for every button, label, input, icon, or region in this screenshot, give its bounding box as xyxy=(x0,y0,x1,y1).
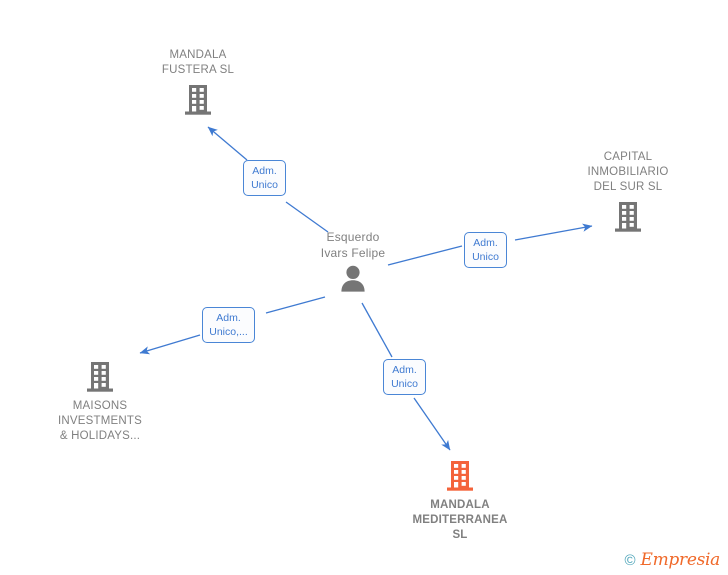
node-label-capital-inmobiliario-del-sur: CAPITAL INMOBILIARIO DEL SUR SL xyxy=(587,151,669,193)
node-label-mandala-fustera: MANDALA FUSTERA SL xyxy=(161,49,235,76)
edge-label-line1: Adm. xyxy=(392,364,417,376)
edge-label-mandala-mediterranea[interactable]: Adm. Unico xyxy=(383,359,426,395)
copyright-icon: © xyxy=(624,552,636,569)
edge-label-line1: Adm. xyxy=(473,237,498,249)
edge-label-line2: Unico xyxy=(391,378,418,390)
building-icon xyxy=(615,202,641,232)
node-label-esquerdo-ivars-felipe: Esquerdo Ivars Felipe xyxy=(320,230,386,260)
building-icon xyxy=(447,461,473,491)
edge-label-capital-inmobiliario[interactable]: Adm. Unico xyxy=(464,232,507,268)
node-mandala-mediterranea[interactable]: MANDALA MEDITERRANEA SL xyxy=(385,460,535,543)
edge-label-mandala-fustera[interactable]: Adm. Unico xyxy=(243,160,286,196)
node-label-maisons-investments-holidays: MAISONS INVESTMENTS & HOLIDAYS... xyxy=(58,400,142,442)
edge-label-line2: Unico xyxy=(251,179,278,191)
node-esquerdo-ivars-felipe[interactable]: Esquerdo Ivars Felipe xyxy=(278,229,428,293)
watermark: © Empresia xyxy=(624,552,720,569)
edge-label-line1: Adm. xyxy=(216,312,241,324)
building-icon xyxy=(87,362,113,392)
node-capital-inmobiliario-del-sur[interactable]: CAPITAL INMOBILIARIO DEL SUR SL xyxy=(553,150,703,233)
edge-label-line2: Unico,... xyxy=(209,326,248,338)
edge-label-maisons[interactable]: Adm. Unico,... xyxy=(202,307,255,343)
brand-name: Empresia xyxy=(640,550,721,570)
building-icon xyxy=(185,85,211,115)
person-icon xyxy=(341,265,365,292)
node-mandala-fustera[interactable]: MANDALA FUSTERA SL xyxy=(123,48,273,116)
node-label-mandala-mediterranea: MANDALA MEDITERRANEA SL xyxy=(412,499,508,541)
edge-label-line2: Unico xyxy=(472,251,499,263)
edge-label-line1: Adm. xyxy=(252,165,277,177)
node-maisons-investments-holidays[interactable]: MAISONS INVESTMENTS & HOLIDAYS... xyxy=(25,361,175,444)
